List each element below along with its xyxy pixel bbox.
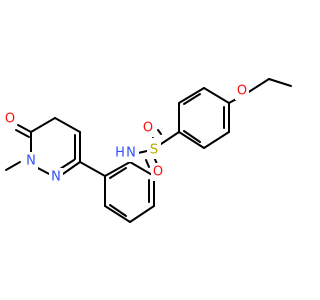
bond bbox=[137, 150, 148, 154]
bond bbox=[160, 131, 180, 145]
bond bbox=[203, 87, 230, 104]
bond bbox=[268, 78, 292, 87]
bond bbox=[17, 124, 32, 133]
bond bbox=[178, 131, 205, 149]
amide-nitrogen-label: N bbox=[126, 146, 136, 161]
ring-nitrogen-2-label: N bbox=[51, 170, 61, 185]
sulfur-atom-label: S bbox=[150, 143, 158, 158]
bond bbox=[109, 167, 127, 179]
bond bbox=[59, 161, 81, 177]
bond bbox=[203, 131, 230, 149]
bond bbox=[183, 130, 201, 143]
atom-labels: O O S O H N O N N bbox=[3, 82, 249, 186]
bond bbox=[157, 129, 162, 135]
bond bbox=[59, 159, 75, 170]
sulfonyl-oxygen-bottom-label: O bbox=[153, 165, 163, 180]
amide-hydrogen-label: H bbox=[115, 146, 125, 161]
bond bbox=[79, 161, 106, 177]
bond bbox=[30, 117, 56, 133]
bond bbox=[129, 205, 155, 223]
bond bbox=[129, 161, 155, 177]
bond bbox=[109, 204, 127, 217]
molecule-structure-diagram: O O S O H N O N N bbox=[3, 78, 292, 223]
ether-oxygen-label: O bbox=[237, 84, 247, 99]
bond bbox=[183, 93, 201, 105]
carbonyl-oxygen-label: O bbox=[5, 112, 15, 127]
ring-nitrogen-1-label: N bbox=[26, 154, 36, 169]
bond bbox=[104, 205, 131, 223]
bond bbox=[5, 161, 21, 171]
bond bbox=[178, 87, 205, 104]
bond bbox=[15, 129, 30, 138]
bond bbox=[145, 159, 150, 168]
bond bbox=[54, 117, 81, 133]
bond bbox=[104, 161, 131, 177]
sulfonyl-oxygen-top-label: O bbox=[143, 121, 153, 136]
bond-lines bbox=[5, 78, 292, 223]
